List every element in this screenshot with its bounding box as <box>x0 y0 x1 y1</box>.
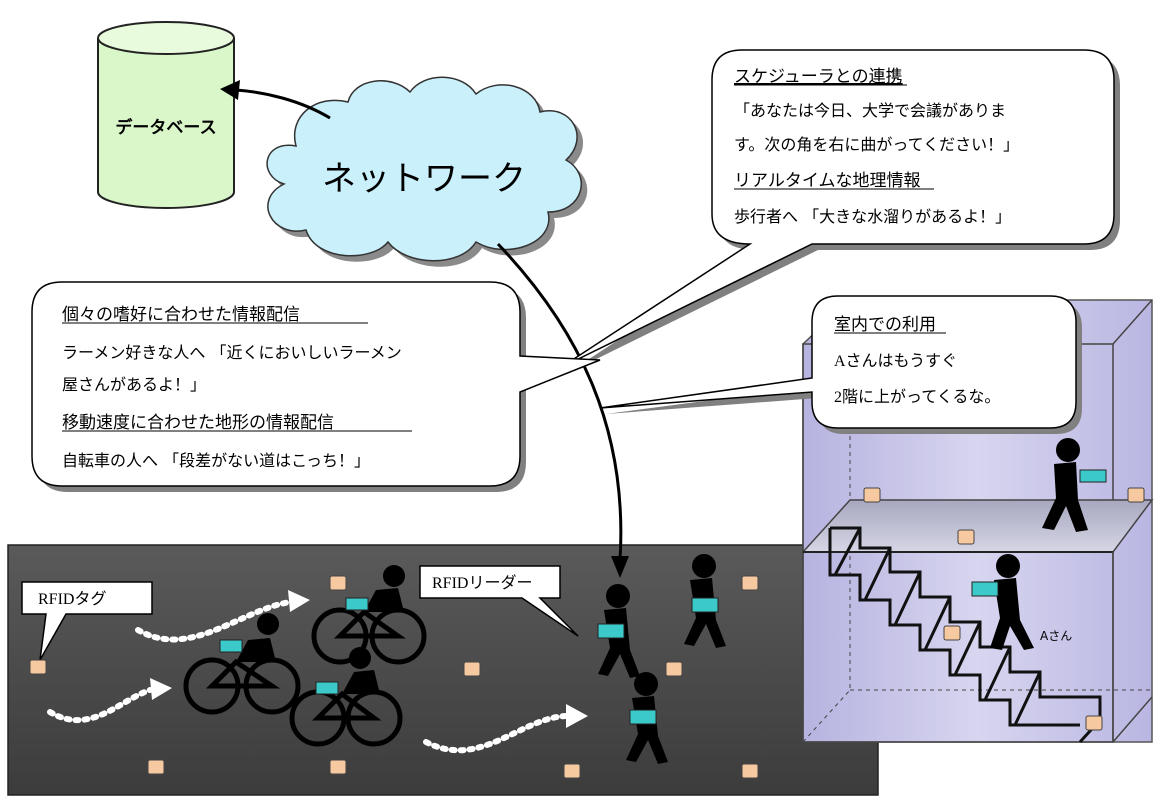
rfid-tag <box>329 575 347 591</box>
rfid-tag <box>1127 487 1145 503</box>
rfid-tag <box>665 661 683 677</box>
database-label: データベース <box>115 117 216 138</box>
callout-rfid-tag: RFIDタグ <box>21 581 153 661</box>
indoor-line-1: Aさんはもうすぐ <box>834 352 957 370</box>
rfid-tag <box>943 625 961 641</box>
rfid-tag <box>329 759 347 775</box>
rfid-tag <box>741 763 759 779</box>
staircase <box>828 526 1102 744</box>
database-cylinder: データベース <box>97 21 235 209</box>
preference-line-1: ラーメン好きな人へ 「近くにおいしいラーメン <box>62 343 402 362</box>
rfid-tag <box>563 763 581 779</box>
realtime-geo-line: 歩行者へ 「大きな水溜りがあるよ！」 <box>734 207 1011 226</box>
arrow-network-to-database <box>220 80 331 120</box>
rfid-tag <box>463 661 481 677</box>
preference-heading: 個々の嗜好に合わせた情報配信 <box>62 305 300 325</box>
cyclist-2 <box>311 565 427 665</box>
network-label: ネットワーク <box>322 159 526 199</box>
scheduler-line-1: 「あなたは今日、大学で会議がありま <box>734 101 1006 120</box>
cyclist-1 <box>183 613 301 715</box>
rfid-tag <box>1085 715 1103 731</box>
rfid-tag <box>741 575 759 591</box>
pedestrian-upstairs <box>1042 438 1107 532</box>
rfid-tag <box>147 759 165 775</box>
motion-arrowheads <box>150 590 588 728</box>
indoor-heading: 室内での利用 <box>834 315 936 335</box>
arrow-network-to-reader <box>496 242 629 578</box>
rfid-tag <box>957 529 975 545</box>
scheduler-line-2: す。次の角を右に曲がってください！」 <box>734 135 1019 154</box>
bubble-scheduler: スケジューラとの連携 「あなたは今日、大学で会議がありま す。次の角を右に曲がっ… <box>559 49 1120 374</box>
rfid-tag-label: RFIDタグ <box>38 590 106 608</box>
bubble-indoor: 室内での利用 Aさんはもうすぐ 2階に上がってくるな。 <box>599 295 1082 434</box>
realtime-geo-heading: リアルタイムな地理情報 <box>734 171 921 191</box>
scheduler-heading: スケジューラとの連携 <box>734 67 903 87</box>
network-cloud: ネットワーク <box>266 76 588 267</box>
rfid-reader-label: RFIDリーダー <box>432 574 532 592</box>
bubble-preference: 個々の嗜好に合わせた情報配信 ラーメン好きな人へ 「近くにおいしいラーメン 屋さ… <box>31 281 601 492</box>
motion-arrows <box>47 599 569 754</box>
pedestrian-3 <box>626 672 668 764</box>
pedestrian-1 <box>597 584 640 678</box>
cyclist-3 <box>289 647 403 747</box>
rfid-tag <box>863 487 881 503</box>
indoor-line-2: 2階に上がってくるな。 <box>834 388 1000 406</box>
callout-rfid-reader: RFIDリーダー <box>419 565 579 637</box>
preference-line-2: 屋さんがあるよ！」 <box>62 375 206 394</box>
person-a-label: Aさん <box>1040 629 1072 643</box>
rfid-tag <box>29 659 47 675</box>
rfid-tags <box>29 487 1145 779</box>
pedestrian-a-on-stairs <box>971 554 1034 650</box>
pedestrian-2 <box>684 554 726 648</box>
speed-terrain-line: 自転車の人へ 「段差がない道はこっち！」 <box>62 451 370 470</box>
speed-terrain-heading: 移動速度に合わせた地形の情報配信 <box>62 413 334 433</box>
